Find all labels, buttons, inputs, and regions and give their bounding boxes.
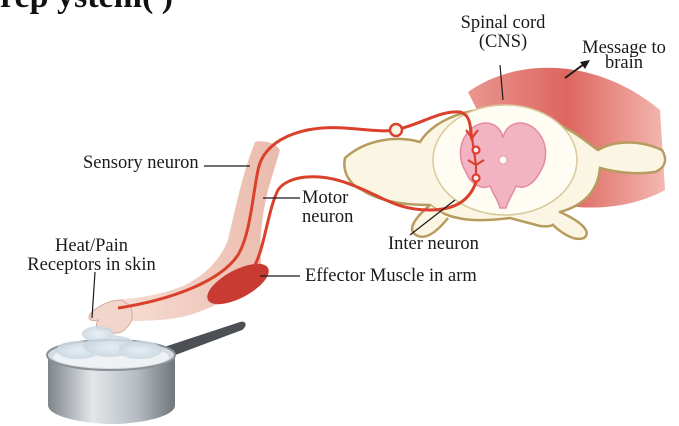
label-inter-neuron: Inter neuron bbox=[388, 235, 479, 254]
label-message-line2: brain bbox=[574, 56, 674, 71]
label-motor-line2: neuron bbox=[302, 208, 353, 227]
label-spinal-cord-text: Spinal cord bbox=[448, 14, 558, 33]
label-receptor-line2: Receptors in skin bbox=[4, 256, 179, 275]
label-message-to-brain: Message to brain bbox=[574, 41, 674, 71]
label-spinal-cord: Spinal cord (CNS) bbox=[448, 14, 558, 52]
label-motor-neuron: Motor neuron bbox=[302, 189, 353, 227]
dorsal-ganglion bbox=[390, 124, 402, 136]
label-motor-line1: Motor bbox=[302, 189, 353, 208]
cooking-pot bbox=[47, 322, 246, 424]
label-receptors: Heat/Pain Receptors in skin bbox=[4, 237, 179, 275]
label-cns-text: (CNS) bbox=[448, 33, 558, 52]
label-effector-muscle: Effector Muscle in arm bbox=[305, 267, 477, 286]
label-sensory-neuron: Sensory neuron bbox=[83, 154, 199, 173]
label-receptor-line1: Heat/Pain bbox=[4, 237, 179, 256]
steam bbox=[56, 326, 162, 359]
